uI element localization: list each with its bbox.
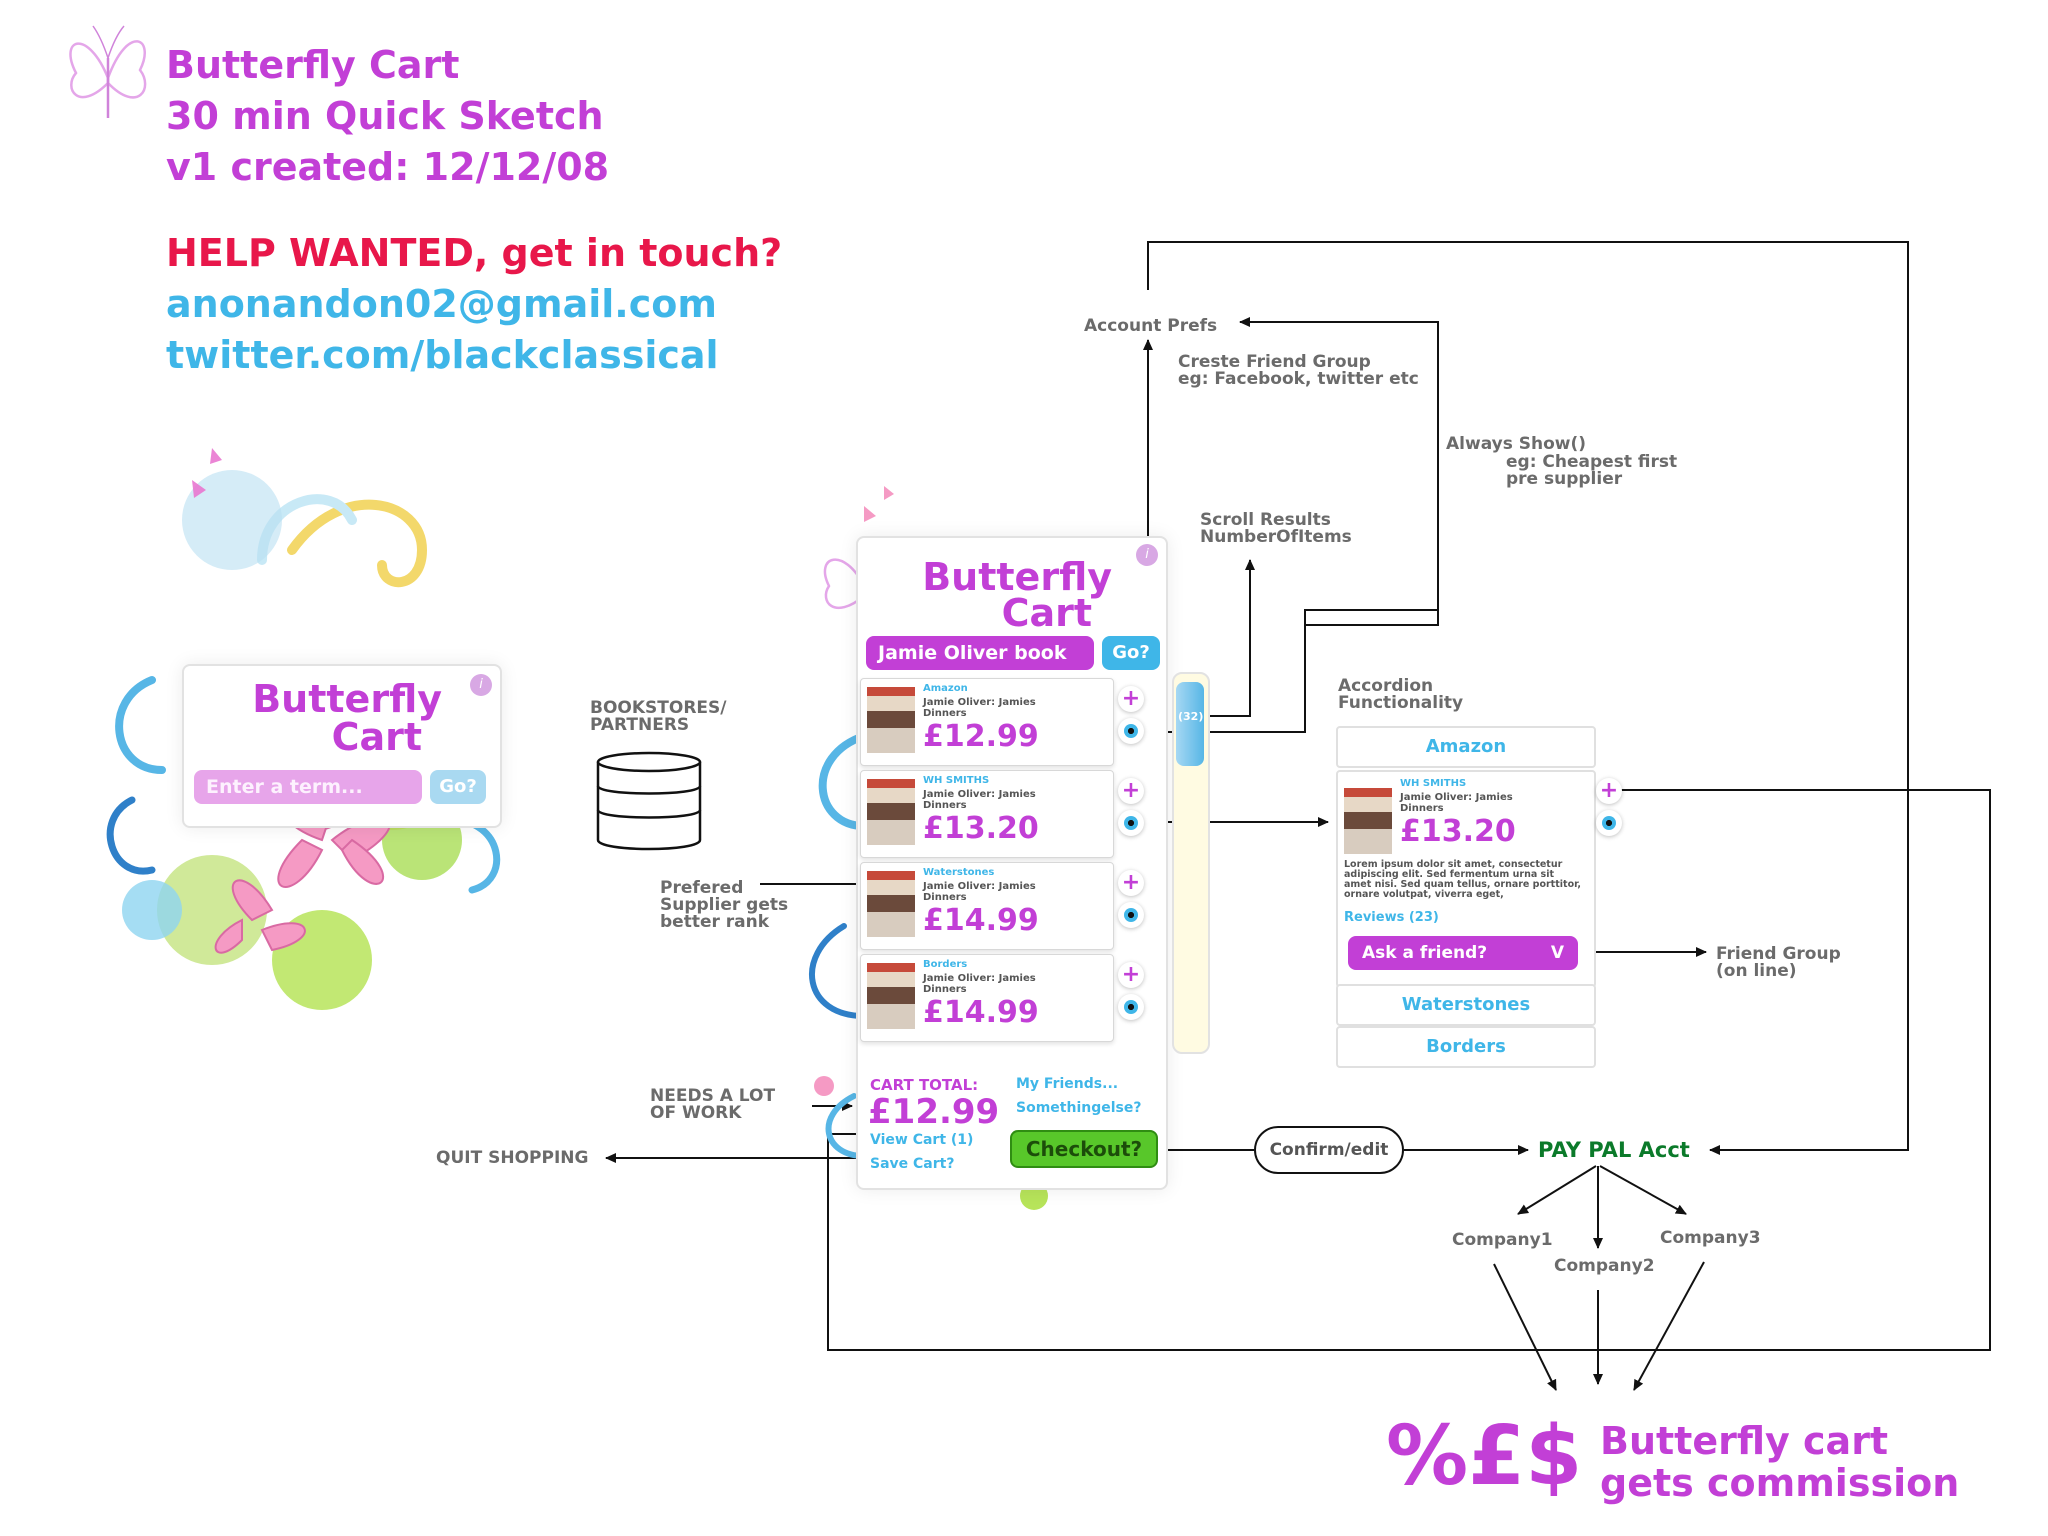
- paypal-account-node: PAY PAL Acct: [1538, 1138, 1690, 1162]
- main-info-icon[interactable]: i: [1136, 544, 1158, 566]
- result-price: £13.20: [923, 811, 1039, 846]
- main-floral-decoration-icon: [809, 486, 1048, 1210]
- preferred-supplier-label: Prefered Supplier gets better rank: [660, 878, 789, 932]
- small-go-button[interactable]: Go?: [430, 770, 486, 804]
- company3-label: Company3: [1660, 1228, 1761, 1248]
- accordion-supplier: WH SMITHS: [1400, 778, 1467, 789]
- cart-total-value: £12.99: [868, 1092, 1000, 1132]
- database-icon: [596, 751, 702, 851]
- small-widget-logo-line2: Cart: [331, 715, 422, 759]
- result-price: £14.99: [923, 903, 1039, 938]
- main-widget-logo-line1: Butterfly: [922, 555, 1112, 599]
- add-to-cart-plus-icon[interactable]: +: [1118, 962, 1144, 988]
- result-supplier: Borders: [923, 959, 968, 970]
- main-go-button[interactable]: Go?: [1102, 636, 1160, 670]
- accordion-item-amazon[interactable]: Amazon: [1336, 726, 1596, 768]
- always-show-label: Always Show(): [1446, 434, 1587, 454]
- main-widget-logo-line2: Cart: [1001, 591, 1092, 635]
- view-details-eye-icon[interactable]: [1118, 902, 1144, 928]
- accordion-title: Jamie Oliver: Jamies Dinners: [1400, 792, 1513, 814]
- scroll-count: (32): [1178, 710, 1204, 723]
- commission-line1: Butterfly cart: [1600, 1419, 1889, 1463]
- cart-total-label: CART TOTAL:: [870, 1076, 979, 1094]
- scroll-thumb[interactable]: [1176, 682, 1204, 766]
- add-to-cart-plus-icon[interactable]: +: [1596, 778, 1622, 804]
- accordion-price: £13.20: [1400, 814, 1516, 849]
- result-supplier: Waterstones: [923, 867, 995, 878]
- view-cart-link[interactable]: View Cart (1): [870, 1132, 974, 1148]
- reviews-link[interactable]: Reviews (23): [1344, 910, 1439, 925]
- add-to-cart-plus-icon[interactable]: +: [1118, 870, 1144, 896]
- result-title: Jamie Oliver: Jamies Dinners: [923, 697, 1036, 719]
- confirm-edit-node: Confirm/edit: [1254, 1126, 1404, 1174]
- commission-line2: gets commission: [1600, 1461, 1960, 1505]
- currency-symbols: %£$: [1386, 1409, 1583, 1504]
- result-price: £14.99: [923, 995, 1039, 1030]
- header-subtitle: 30 min Quick Sketch: [166, 94, 604, 138]
- ask-a-friend-dropdown[interactable]: Ask a friend? V: [1348, 936, 1578, 970]
- result-item[interactable]: WH SMITHS Jamie Oliver: Jamies Dinners £…: [860, 770, 1114, 858]
- result-title: Jamie Oliver: Jamies Dinners: [923, 973, 1036, 995]
- add-to-cart-plus-icon[interactable]: +: [1118, 686, 1144, 712]
- butterfly-logo-icon: [69, 25, 147, 118]
- book-cover-thumbnail: [867, 687, 915, 753]
- view-details-eye-icon[interactable]: [1118, 994, 1144, 1020]
- book-cover-thumbnail: [867, 871, 915, 937]
- book-cover-thumbnail: [867, 779, 915, 845]
- result-title: Jamie Oliver: Jamies Dinners: [923, 789, 1036, 811]
- accordion-item-waterstones[interactable]: Waterstones: [1336, 984, 1596, 1026]
- checkout-button[interactable]: Checkout?: [1010, 1130, 1158, 1168]
- result-price: £12.99: [923, 719, 1039, 754]
- accordion-open-panel: WH SMITHS Jamie Oliver: Jamies Dinners £…: [1336, 770, 1596, 988]
- something-else-link[interactable]: Somethingelse?: [1016, 1100, 1142, 1116]
- small-search-input[interactable]: Enter a term...: [194, 770, 422, 804]
- create-friend-group-label: Creste Friend Group eg: Facebook, twitte…: [1178, 352, 1419, 389]
- needs-work-label: NEEDS A LOT OF WORK: [650, 1086, 776, 1123]
- result-supplier: Amazon: [923, 683, 968, 694]
- account-prefs-label: Account Prefs: [1084, 316, 1218, 336]
- quit-shopping-label: QUIT SHOPPING: [436, 1148, 589, 1168]
- always-show-example: eg: Cheapest first pre supplier: [1506, 452, 1678, 489]
- main-search-input[interactable]: Jamie Oliver book: [866, 636, 1094, 670]
- ask-a-friend-label: Ask a friend?: [1362, 943, 1488, 963]
- book-cover-thumbnail: [867, 963, 915, 1029]
- save-cart-link[interactable]: Save Cart?: [870, 1156, 955, 1172]
- accordion-item-borders[interactable]: Borders: [1336, 1026, 1596, 1068]
- accordion-description: Lorem ipsum dolor sit amet, consectetur …: [1344, 859, 1581, 900]
- chevron-down-icon: V: [1550, 943, 1564, 963]
- result-title: Jamie Oliver: Jamies Dinners: [923, 881, 1036, 903]
- result-item[interactable]: Borders Jamie Oliver: Jamies Dinners £14…: [860, 954, 1114, 1042]
- friend-group-label: Friend Group (on line): [1716, 944, 1841, 981]
- scroll-results-label: Scroll Results NumberOfItems: [1200, 510, 1352, 547]
- result-item[interactable]: Waterstones Jamie Oliver: Jamies Dinners…: [860, 862, 1114, 950]
- book-cover-thumbnail: [1344, 788, 1392, 854]
- contact-email[interactable]: anonandon02@gmail.com: [166, 282, 717, 326]
- header-version: v1 created: 12/12/08: [166, 145, 610, 189]
- add-to-cart-plus-icon[interactable]: +: [1118, 778, 1144, 804]
- header-title: Butterfly Cart: [166, 43, 460, 87]
- bookstores-label: BOOKSTORES/ PARTNERS: [590, 698, 727, 735]
- view-details-eye-icon[interactable]: [1118, 718, 1144, 744]
- result-item[interactable]: Amazon Jamie Oliver: Jamies Dinners £12.…: [860, 678, 1114, 766]
- result-supplier: WH SMITHS: [923, 775, 990, 786]
- help-wanted: HELP WANTED, get in touch?: [166, 231, 783, 275]
- small-widget-logo-line1: Butterfly: [252, 677, 442, 721]
- company2-label: Company2: [1554, 1256, 1655, 1276]
- info-icon[interactable]: i: [470, 674, 492, 696]
- company1-label: Company1: [1452, 1230, 1553, 1250]
- my-friends-link[interactable]: My Friends...: [1016, 1076, 1119, 1092]
- contact-twitter[interactable]: twitter.com/blackclassical: [166, 333, 719, 377]
- accordion-heading: Accordion Functionality: [1338, 676, 1464, 713]
- small-widget-panel: Butterfly Cart i Enter a term... Go?: [182, 664, 502, 828]
- view-details-eye-icon[interactable]: [1118, 810, 1144, 836]
- view-details-eye-icon[interactable]: [1596, 810, 1622, 836]
